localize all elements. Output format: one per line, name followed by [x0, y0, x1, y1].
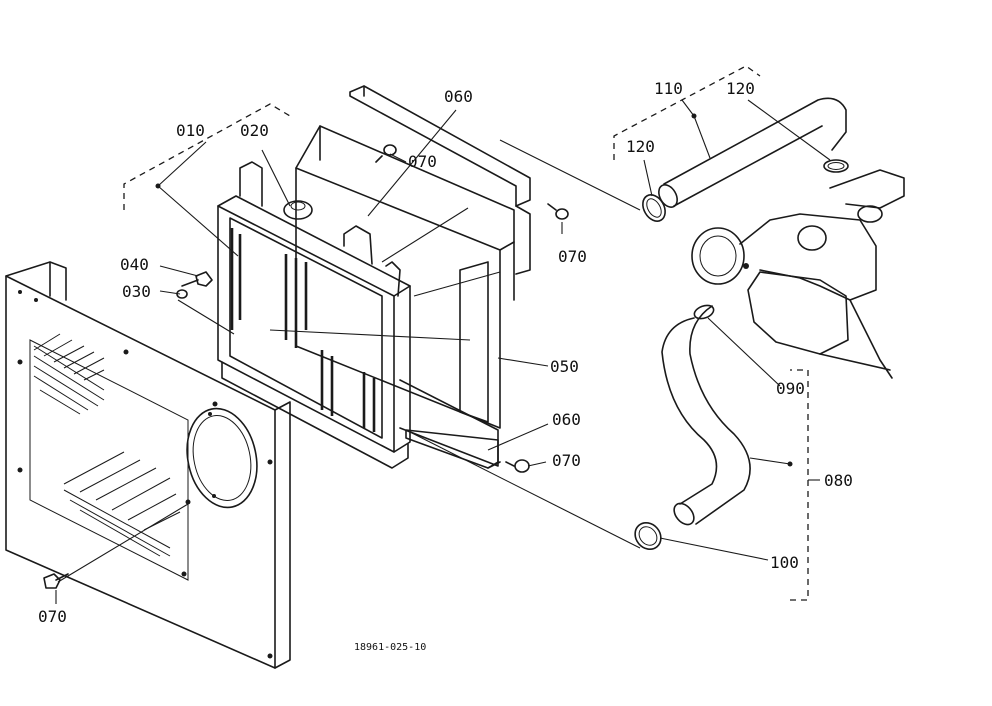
label-070-right: 070 [558, 247, 587, 266]
label-070-bottom: 070 [38, 607, 67, 626]
hose-clamp-100 [634, 521, 662, 551]
label-120-right: 120 [726, 79, 755, 98]
hose-clamp-120-left [642, 194, 666, 222]
bolt-070-mid [505, 459, 530, 473]
label-100: 100 [770, 553, 799, 572]
label-010: 010 [176, 121, 205, 140]
group-bracket-010 [123, 103, 291, 210]
bolt-070-top [375, 144, 397, 163]
hose-clamp-090 [693, 304, 715, 320]
radiator-bracket-050 [295, 125, 515, 467]
hose-clamp-120-right [823, 159, 849, 173]
drain-cock-040 [181, 271, 213, 287]
lower-hose-080 [661, 305, 751, 526]
group-bracket-110 [613, 65, 761, 160]
label-040: 040 [120, 255, 149, 274]
label-120-left: 120 [626, 137, 655, 156]
upper-bracket-060 [349, 85, 531, 275]
label-090: 090 [776, 379, 805, 398]
upper-hose-110 [658, 97, 847, 208]
bolt-070-bottom [43, 573, 69, 589]
group-bracket-080 [790, 369, 809, 601]
engine-pump-housing [691, 169, 905, 379]
label-050: 050 [550, 357, 579, 376]
label-080: 080 [824, 471, 853, 490]
label-110: 110 [654, 79, 683, 98]
label-060-mid: 060 [552, 410, 581, 429]
fan-shroud-panel [5, 261, 291, 669]
label-070-top: 070 [408, 152, 437, 171]
label-060-top: 060 [444, 87, 473, 106]
radiator-core [217, 161, 411, 469]
grille-mesh [33, 333, 181, 557]
bolt-070-right [547, 203, 569, 220]
drawing-number: 18961-025-10 [354, 642, 426, 653]
label-070-mid: 070 [552, 451, 581, 470]
lower-bracket-060 [405, 429, 501, 469]
label-020: 020 [240, 121, 269, 140]
label-030: 030 [122, 282, 151, 301]
leader-lines [55, 99, 831, 604]
